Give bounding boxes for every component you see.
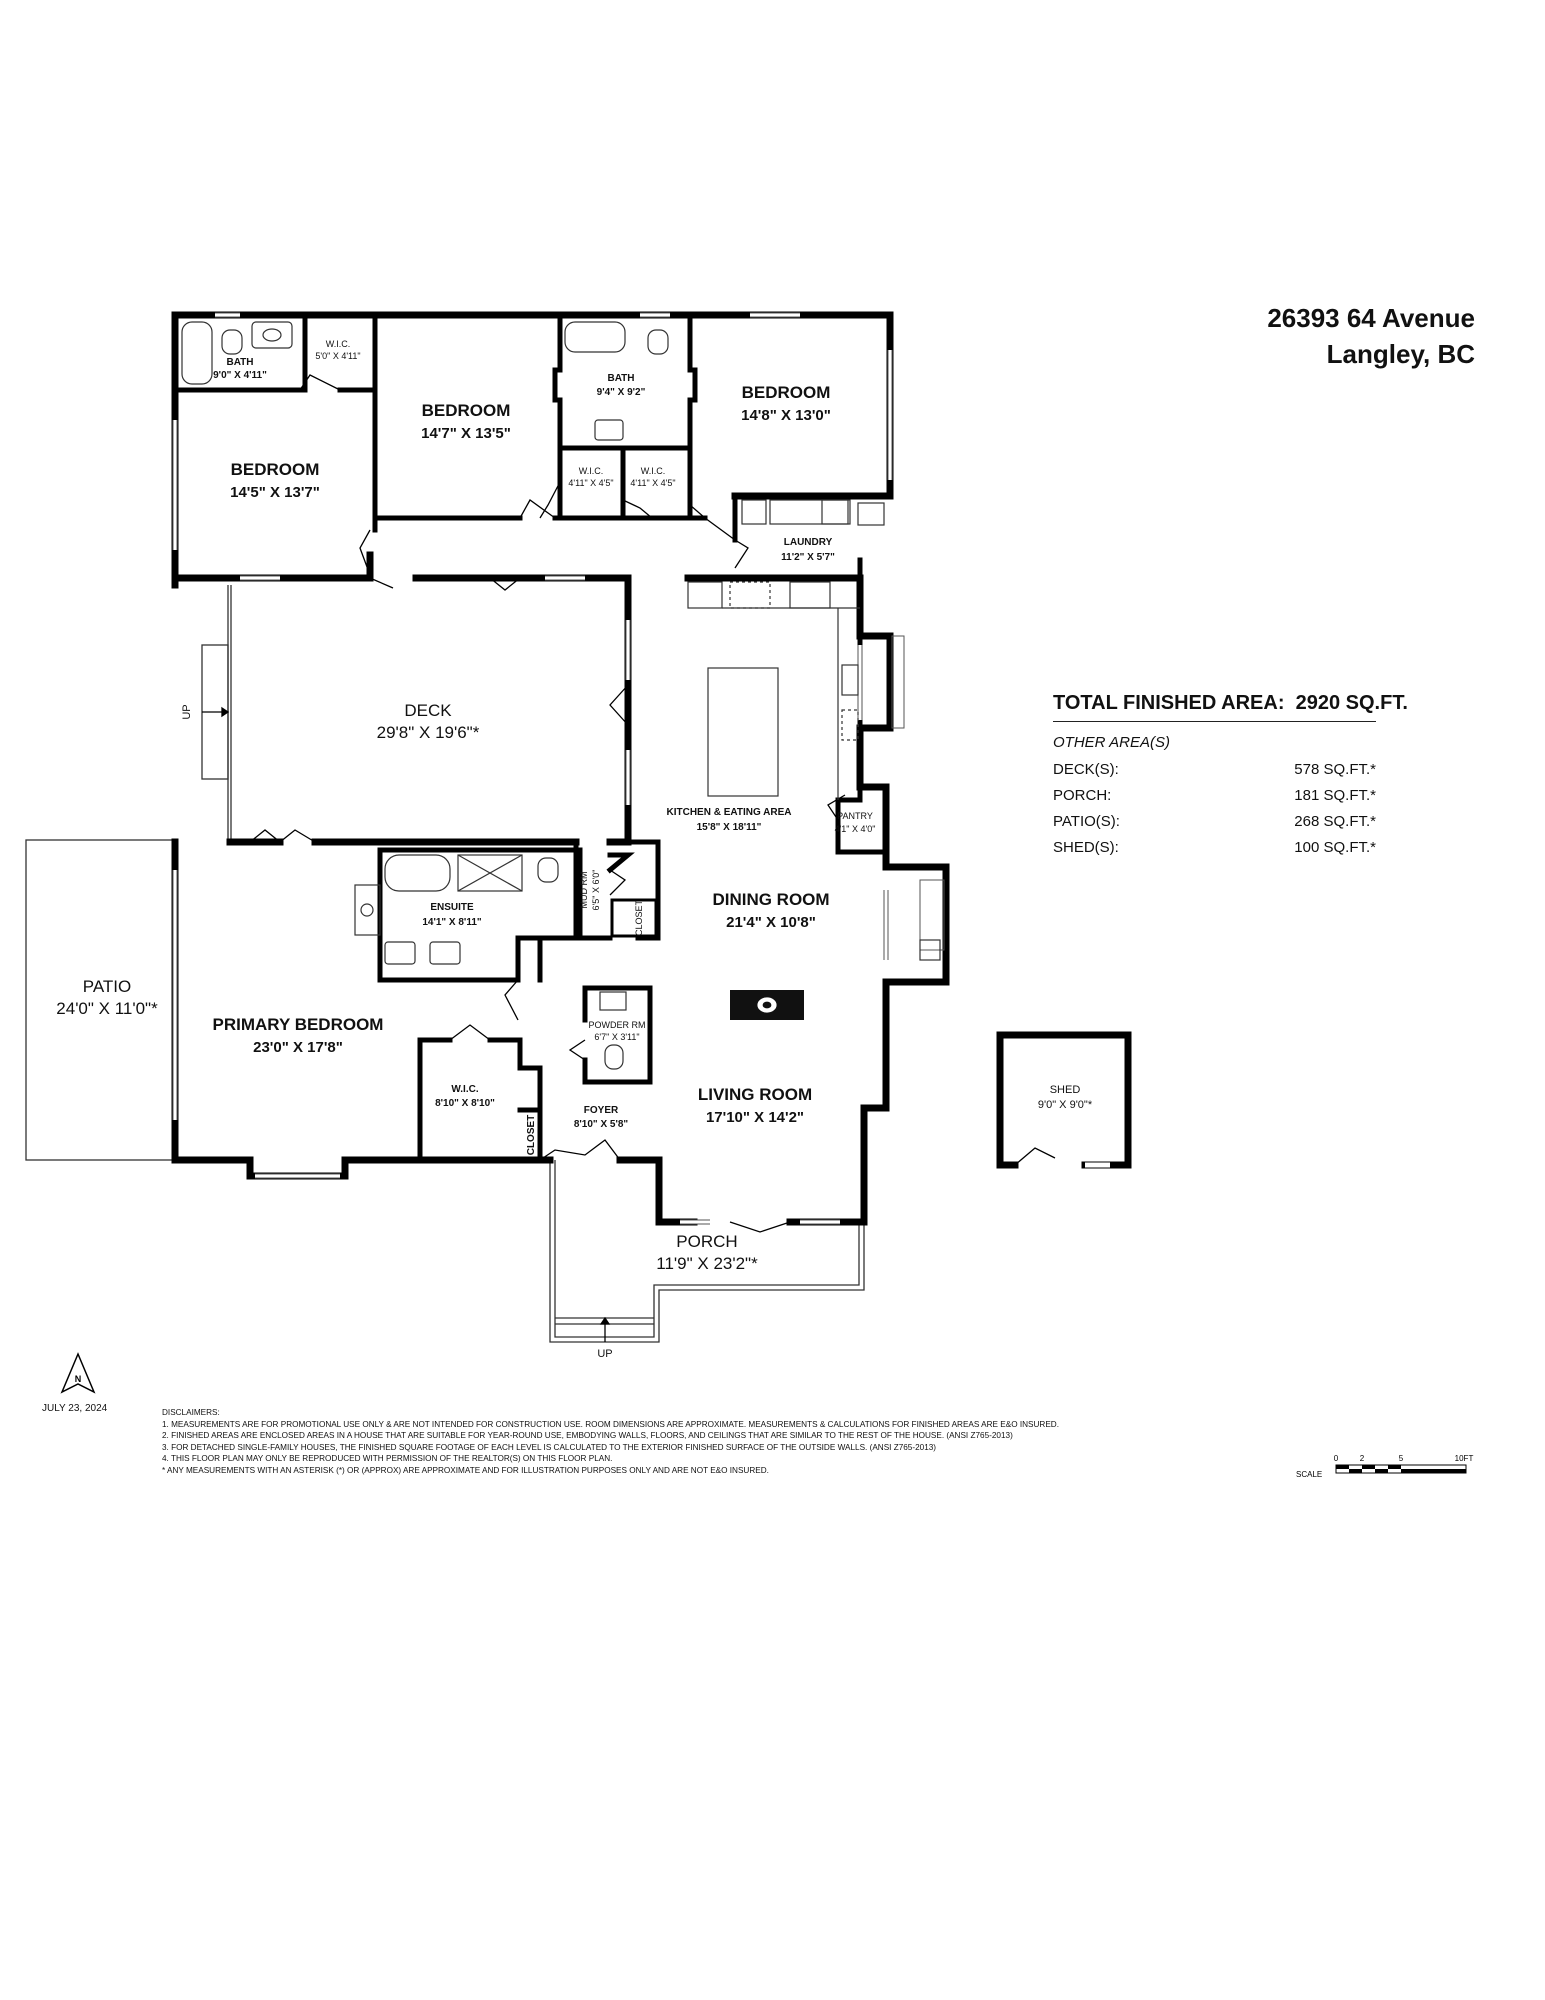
bedroom-1-name: BEDROOM [231,460,320,479]
primary-bedroom-name: PRIMARY BEDROOM [213,1015,384,1034]
exterior-walls [171,311,1132,1226]
summary-row-shed: SHED(S): 100 SQ.FT.* [1053,835,1376,861]
living-dims: 17'10" X 14'2" [706,1109,804,1126]
scale-bar: SCALE 0 2 5 10FT [1296,1454,1474,1479]
bath-1-dims: 9'0" X 4'11" [213,370,267,381]
porch-dims: 11'9" X 23'2"* [656,1254,758,1273]
primary-bedroom-dims: 23'0" X 17'8" [253,1039,343,1056]
other-areas-heading: OTHER AREA(S) [1053,734,1170,751]
wic-3-name: W.I.C. [641,466,666,476]
summary-value: 100 SQ.FT.* [1294,839,1376,856]
porch-outline [549,1160,865,1343]
scale-label: SCALE [1296,1470,1322,1479]
area-summary: TOTAL FINISHED AREA: 2920 SQ.FT. OTHER A… [1053,692,1408,861]
deck-up-label: UP [181,704,193,719]
pantry-dims: 4'1" X 4'0" [835,824,876,834]
plan-date: JULY 23, 2024 [42,1403,108,1414]
total-area-label: TOTAL FINISHED AREA: [1053,692,1285,714]
disclaimer-line: 1. MEASUREMENTS ARE FOR PROMOTIONAL USE … [162,1419,1059,1429]
scale-tick: 10FT [1455,1454,1474,1463]
bedroom-2-dims: 14'7" X 13'5" [421,425,511,442]
bedroom-3-name: BEDROOM [742,383,831,402]
bedroom-3-dims: 14'8" X 13'0" [741,407,831,424]
summary-label: PORCH: [1053,787,1112,804]
ensuite-name: ENSUITE [430,902,474,913]
kitchen-name: KITCHEN & EATING AREA [667,807,792,818]
summary-label: SHED(S): [1053,839,1119,856]
doors [249,374,1056,1233]
powder-rm-dims: 6'7" X 3'11" [594,1032,639,1042]
total-area-value: 2920 SQ.FT. [1295,692,1408,714]
north-arrow-icon: N [60,1352,96,1394]
patio-dims: 24'0" X 11'0"* [56,999,158,1018]
porch-name: PORCH [676,1232,737,1251]
patio-name: PATIO [83,977,132,996]
mud-rm-name: MUD RM [579,872,589,909]
bath-1-name: BATH [226,357,253,368]
closet-1-name: CLOSET [634,899,644,936]
wic-4-name: W.I.C. [451,1084,478,1095]
summary-value: 268 SQ.FT.* [1294,813,1376,830]
foyer-name: FOYER [584,1105,619,1116]
shed-dims: 9'0" X 9'0"* [1038,1099,1093,1111]
compass-n-label: N [75,1374,82,1384]
mud-rm-dims: 6'5" X 6'0" [591,870,601,911]
scale-tick: 0 [1334,1454,1339,1463]
porch-up-label: UP [597,1348,612,1360]
pantry-name: PANTRY [837,811,873,821]
summary-row-porch: PORCH: 181 SQ.FT.* [1053,783,1376,809]
wic-1-dims: 5'0" X 4'11" [315,351,360,361]
deck-dims: 29'8" X 19'6"* [377,723,480,742]
bedroom-2-name: BEDROOM [422,401,511,420]
summary-label: DECK(S): [1053,761,1119,778]
wic-1-name: W.I.C. [326,339,351,349]
bath-2-name: BATH [607,373,634,384]
dining-name: DINING ROOM [712,890,829,909]
wic-2-dims: 4'11" X 4'5" [568,478,613,488]
bedroom-1-dims: 14'5" X 13'7" [230,484,320,501]
dining-dims: 21'4" X 10'8" [726,914,816,931]
wic-3-dims: 4'11" X 4'5" [630,478,675,488]
laundry-name: LAUNDRY [784,537,833,548]
wic-4-dims: 8'10" X 8'10" [435,1098,495,1109]
closet-2-name: CLOSET [526,1115,537,1156]
summary-value: 578 SQ.FT.* [1294,761,1376,778]
foyer-dims: 8'10" X 5'8" [574,1119,629,1130]
bath-2-dims: 9'4" X 9'2" [597,387,646,398]
summary-label: PATIO(S): [1053,813,1120,830]
disclaimer-line: 4. THIS FLOOR PLAN MAY ONLY BE REPRODUCE… [162,1454,613,1463]
kitchen-dims: 15'8" X 18'11" [697,822,762,833]
fixtures [181,321,941,1070]
address-line-2: Langley, BC [1326,339,1475,369]
powder-rm-name: POWDER RM [589,1020,646,1030]
room-labels: BATH 9'0" X 4'11" W.I.C. 5'0" X 4'11" BE… [56,339,1093,1360]
disclaimer-line: * ANY MEASUREMENTS WITH AN ASTERISK (*) … [162,1465,769,1475]
disclaimers: DISCLAIMERS: 1. MEASUREMENTS ARE FOR PRO… [162,1407,1059,1476]
wic-2-name: W.I.C. [579,466,604,476]
ensuite-dims: 14'1" X 8'11" [422,917,482,928]
laundry-dims: 11'2" X 5'7" [781,552,835,563]
address-line-1: 26393 64 Avenue [1267,303,1475,333]
windows [172,312,1110,1225]
scale-tick: 2 [1360,1454,1365,1463]
stair-arrows [202,706,611,1342]
total-finished-area: TOTAL FINISHED AREA: 2920 SQ.FT. [1053,692,1408,722]
window-sills [172,312,945,1225]
summary-value: 181 SQ.FT.* [1294,787,1376,804]
disclaimer-line: 2. FINISHED AREAS ARE ENCLOSED AREAS IN … [162,1431,1013,1440]
deck-name: DECK [404,701,452,720]
summary-row-patio: PATIO(S): 268 SQ.FT.* [1053,809,1376,835]
shed-name: SHED [1050,1084,1081,1096]
property-address: 26393 64 Avenue Langley, BC [1267,300,1475,372]
disclaimer-line: 3. FOR DETACHED SINGLE-FAMILY HOUSES, TH… [162,1442,937,1452]
disclaimer-heading: DISCLAIMERS: [162,1408,220,1417]
living-name: LIVING ROOM [698,1085,812,1104]
scale-tick: 5 [1399,1454,1404,1463]
summary-row-deck: DECK(S): 578 SQ.FT.* [1053,757,1376,783]
